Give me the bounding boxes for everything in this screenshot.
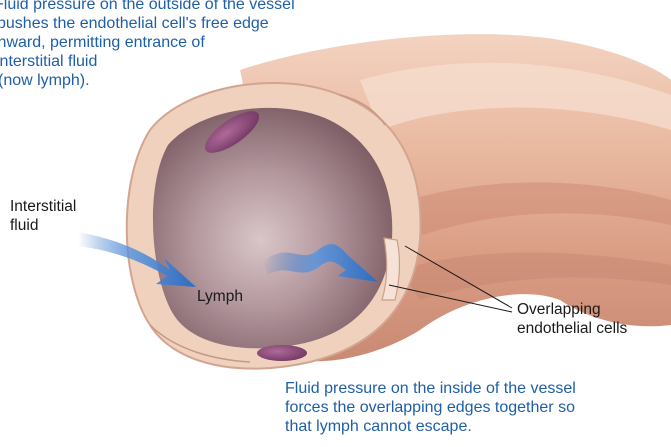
bottom-caption: Fluid pressure on the inside of the vess… bbox=[285, 379, 576, 436]
bottom-caption-line: forces the overlapping edges together so bbox=[285, 398, 576, 417]
overlapping-cells-label-line: endothelial cells bbox=[517, 319, 627, 338]
top-caption-line: inward, permitting entrance of bbox=[0, 33, 295, 52]
top-caption: Fluid pressure on the outside of the ves… bbox=[0, 0, 295, 90]
vessel-lumen bbox=[153, 108, 392, 348]
interstitial-fluid-label-line: fluid bbox=[10, 216, 76, 235]
lymph-label: Lymph bbox=[197, 287, 243, 306]
top-caption-line: pushes the endothelial cell's free edge bbox=[0, 14, 295, 33]
overlapping-cells-label: Overlapping endothelial cells bbox=[517, 300, 627, 338]
bottom-caption-line: that lymph cannot escape. bbox=[285, 417, 576, 436]
nucleus-bottom bbox=[257, 345, 307, 361]
interstitial-fluid-label: Interstitial fluid bbox=[10, 197, 76, 235]
interstitial-fluid-label-line: Interstitial bbox=[10, 197, 76, 216]
top-caption-line: Fluid pressure on the outside of the ves… bbox=[0, 0, 295, 14]
top-caption-line: (now lymph). bbox=[0, 71, 295, 90]
top-caption-line: interstitial fluid bbox=[0, 52, 295, 71]
overlapping-cells-label-line: Overlapping bbox=[517, 300, 627, 319]
bottom-caption-line: Fluid pressure on the inside of the vess… bbox=[285, 379, 576, 398]
